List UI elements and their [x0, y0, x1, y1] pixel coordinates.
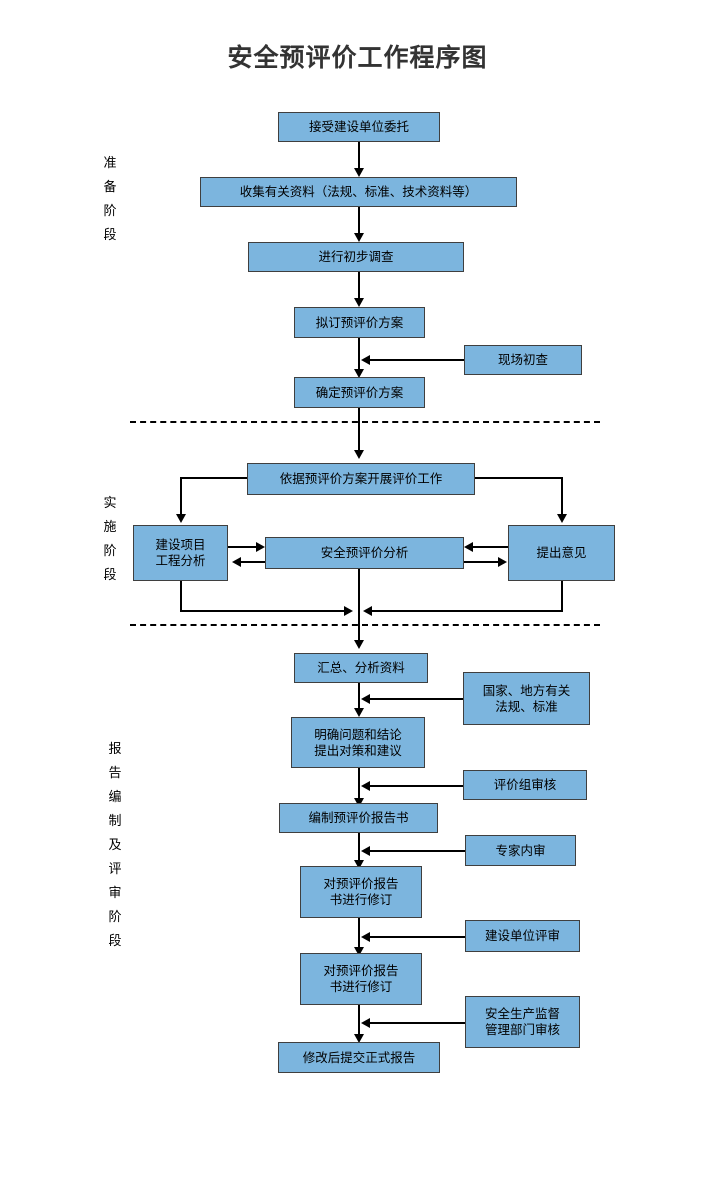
connector-confirm-to-evaluation: [358, 408, 360, 454]
connector-project-to-safety: [228, 546, 257, 548]
node-carry-out-evaluation[interactable]: 依据预评价方案开展评价工作: [247, 463, 475, 495]
arrowhead-summarize: [354, 640, 364, 649]
connector-opinions-bottom-h: [372, 610, 563, 612]
stage-divider-2: [130, 624, 600, 626]
arrowhead-carry-out-evaluation: [354, 450, 364, 459]
arrowhead-revise-report-1: [354, 860, 364, 869]
arrowhead-site-inspection: [361, 355, 370, 365]
node-safety-pre-evaluation-analysis[interactable]: 安全预评价分析: [265, 537, 464, 569]
node-preliminary-survey[interactable]: 进行初步调查: [248, 242, 464, 272]
connector-revise1-to-revise2: [358, 918, 360, 952]
arrowhead-revise-report-2: [354, 947, 364, 956]
arrowhead-compile-report: [354, 798, 364, 807]
arrowhead-opinions-to-safety: [464, 542, 473, 552]
arrowhead-project-to-safety: [256, 542, 265, 552]
connector-collect-to-survey: [358, 207, 360, 237]
stage-divider-1: [130, 421, 600, 423]
arrowhead-regulations: [361, 694, 370, 704]
connector-summarize-to-clarify: [358, 683, 360, 712]
node-expert-internal-review[interactable]: 专家内审: [465, 835, 576, 866]
arrowhead-construction-review: [361, 932, 370, 942]
connector-clarify-to-compile: [358, 768, 360, 803]
stage-label-preparation: 准备阶段: [103, 156, 117, 244]
connector-group-review: [370, 785, 463, 787]
arrowhead-collector-left: [344, 606, 353, 616]
arrowhead-clarify: [354, 708, 364, 717]
connector-expert-review: [370, 850, 465, 852]
connector-regulations: [370, 698, 463, 700]
node-propose-opinions[interactable]: 提出意见: [508, 525, 615, 581]
connector-survey-to-draft: [358, 272, 360, 302]
node-project-engineering-analysis[interactable]: 建设项目 工程分析: [133, 525, 228, 581]
arrowhead-expert-review: [361, 846, 370, 856]
connector-implementation-to-reporting: [358, 610, 360, 643]
node-revise-report-2[interactable]: 对预评价报告 书进行修订: [300, 953, 422, 1005]
connector-site-inspection: [370, 359, 464, 361]
node-national-local-regulations[interactable]: 国家、地方有关 法规、标准: [463, 672, 590, 725]
node-revise-report-1[interactable]: 对预评价报告 书进行修订: [300, 866, 422, 918]
stage-label-reporting: 报告编制及评审阶段: [108, 742, 122, 950]
arrowhead-collect: [354, 168, 364, 177]
node-site-inspection[interactable]: 现场初查: [464, 345, 582, 375]
node-compile-report[interactable]: 编制预评价报告书: [279, 803, 438, 833]
connector-evaluation-right-h: [475, 477, 563, 479]
connector-draft-to-confirm: [358, 338, 360, 374]
node-collect-materials[interactable]: 收集有关资料（法规、标准、技术资料等）: [200, 177, 517, 207]
arrowhead-submit-final-report: [354, 1034, 364, 1043]
node-evaluation-group-review[interactable]: 评价组审核: [463, 770, 587, 800]
connector-evaluation-right-v: [561, 477, 563, 517]
page-title: 安全预评价工作程序图: [227, 43, 488, 72]
stage-label-implementation: 实施阶段: [103, 496, 117, 584]
arrowhead-draft-plan: [354, 298, 364, 307]
connector-compile-to-revise1: [358, 833, 360, 865]
node-draft-plan[interactable]: 拟订预评价方案: [294, 307, 425, 338]
arrowhead-safety-to-opinions: [498, 557, 507, 567]
arrowhead-confirm-plan: [354, 369, 364, 378]
arrowhead-propose-opinions: [557, 514, 567, 523]
node-clarify-conclusions[interactable]: 明确问题和结论 提出对策和建议: [291, 717, 425, 768]
connector-safety-down-stem: [358, 569, 360, 618]
arrowhead-supervision-review: [361, 1018, 370, 1028]
node-accept-commission[interactable]: 接受建设单位委托: [278, 112, 440, 142]
node-summarize-analyze[interactable]: 汇总、分析资料: [294, 653, 428, 683]
connector-opinions-bottom-v: [561, 581, 563, 612]
connector-safety-to-opinions: [464, 561, 499, 563]
connector-project-bottom-v: [180, 581, 182, 612]
connector-revise2-to-submit: [358, 1005, 360, 1039]
arrowhead-project-analysis: [176, 514, 186, 523]
node-submit-final-report[interactable]: 修改后提交正式报告: [278, 1042, 440, 1073]
connector-supervision-review: [370, 1022, 465, 1024]
node-construction-unit-review[interactable]: 建设单位评审: [465, 920, 580, 952]
connector-construction-review: [370, 936, 465, 938]
connector-project-bottom-h: [180, 610, 345, 612]
connector-evaluation-left-v: [180, 477, 182, 517]
node-confirm-plan[interactable]: 确定预评价方案: [294, 377, 425, 408]
node-safety-supervision-review[interactable]: 安全生产监督 管理部门审核: [465, 996, 580, 1048]
connector-opinions-to-safety: [473, 546, 508, 548]
arrowhead-survey: [354, 233, 364, 242]
connector-evaluation-left-h: [180, 477, 247, 479]
arrowhead-group-review: [361, 781, 370, 791]
arrowhead-collector-right: [363, 606, 372, 616]
arrowhead-safety-to-project: [232, 557, 241, 567]
connector-safety-to-project: [241, 561, 265, 563]
connector-accept-to-collect: [358, 142, 360, 171]
